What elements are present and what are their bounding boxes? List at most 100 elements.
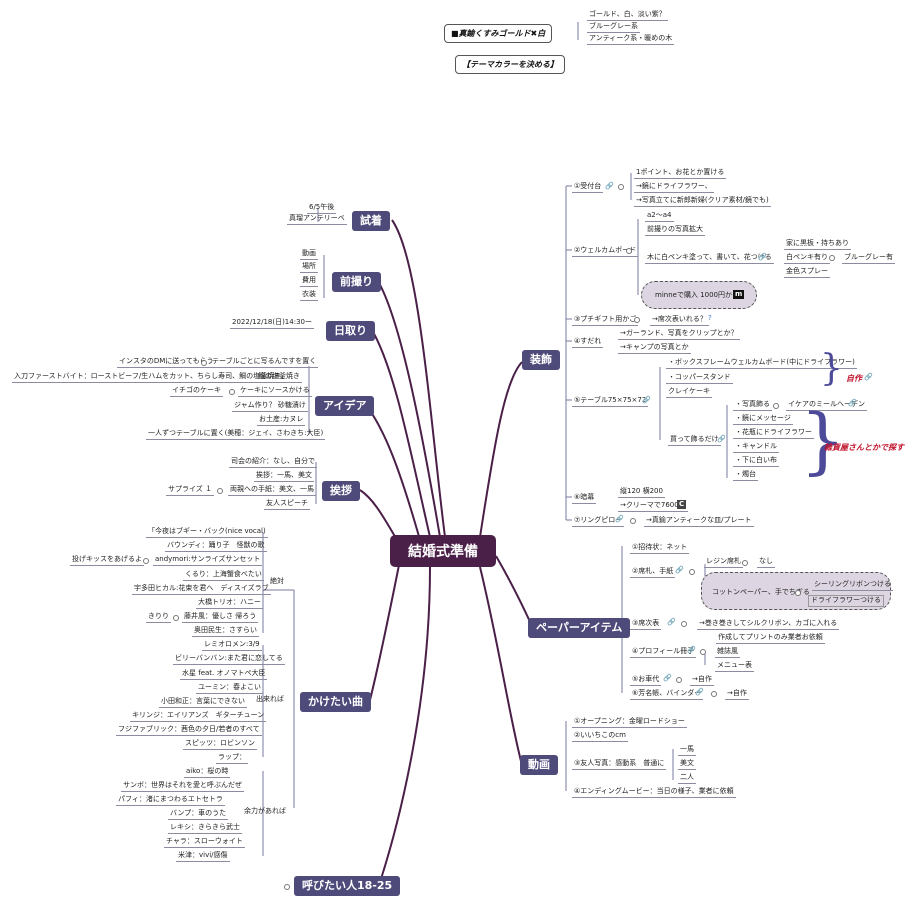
- kau-item[interactable]: ・下に白い布: [733, 456, 779, 467]
- topic-soshoku[interactable]: 装飾: [522, 350, 560, 370]
- paper-item[interactable]: ⑤お車代: [630, 675, 662, 686]
- paper-item[interactable]: メニュー表: [715, 661, 754, 672]
- topic-hidori[interactable]: 日取り: [326, 321, 375, 341]
- b4-item[interactable]: →キャンプの写真とか: [618, 343, 691, 354]
- link-icon[interactable]: 🔗: [663, 674, 672, 682]
- b3-item[interactable]: →席次表いれる？: [650, 315, 709, 326]
- douga-item[interactable]: ②いいちこのcm: [572, 731, 628, 742]
- aisatsu-item[interactable]: 司会の紹介：なし、自分で: [229, 457, 317, 468]
- idea-item[interactable]: ジャム作り？ 砂糖漬け: [232, 401, 308, 412]
- collapse-dot[interactable]: [618, 184, 624, 190]
- douga-item[interactable]: ①オープニング：金曜ロードショー: [572, 717, 687, 728]
- song-item[interactable]: 「今夜はブギー・バック(nice vocal): [146, 527, 268, 538]
- hidori-item[interactable]: 2022/12/18(日)14:30ー: [230, 318, 314, 329]
- kau-item[interactable]: ・鏡にメッセージ: [733, 414, 793, 425]
- collapse-dot[interactable]: [201, 360, 207, 366]
- maedori-item[interactable]: 動画: [300, 249, 318, 260]
- topic-paper[interactable]: ペーパーアイテム: [528, 618, 631, 638]
- topic-aisatsu[interactable]: 挨拶: [322, 481, 360, 501]
- kau-item[interactable]: ・燭台: [733, 470, 758, 481]
- decide-theme-note[interactable]: 【テーマカラーを決める】: [455, 55, 565, 74]
- kau-item[interactable]: ・写真飾る: [733, 400, 772, 411]
- collapse-dot[interactable]: [829, 255, 835, 261]
- paper-item[interactable]: ドライフラワーつける: [808, 595, 884, 607]
- theme-color-note[interactable]: ■真鍮くすみゴールド✖白: [444, 24, 553, 43]
- songs-group[interactable]: 余力があれば: [244, 807, 286, 815]
- song-item[interactable]: 藤井風：優しさ 帰ろう: [182, 612, 259, 623]
- theme-option[interactable]: アンティーク系・暖めの木: [587, 34, 675, 45]
- douga-item[interactable]: 一馬: [678, 745, 696, 756]
- link-icon[interactable]: 🔗: [848, 399, 857, 407]
- song-item[interactable]: ラップ：: [216, 753, 248, 764]
- paper-item[interactable]: 作成してプリントのみ業者お依頼: [716, 633, 825, 644]
- idea-item[interactable]: イチゴのケーキ: [170, 386, 223, 397]
- b2-item[interactable]: 家に黒板・持ちあり: [784, 239, 851, 250]
- topic-idea[interactable]: アイデア: [315, 396, 375, 416]
- paper-item[interactable]: ⑥芳名帳、バインダー: [630, 689, 704, 700]
- maedori-item[interactable]: 衣装: [300, 290, 318, 301]
- b4-item[interactable]: →ガーランド、写真をクリップとか？: [618, 329, 740, 340]
- link-icon[interactable]: 🔗: [642, 396, 651, 404]
- annotation-red[interactable]: 雑貨屋さんとかで探す: [824, 443, 904, 452]
- soshoku-branch[interactable]: ②ウェルカムボード: [572, 246, 639, 257]
- song-item[interactable]: くるり：上海蟹食べたい: [183, 570, 264, 581]
- song-item[interactable]: 投げキッスをあげるよ: [70, 555, 144, 566]
- collapse-dot[interactable]: [795, 590, 801, 596]
- song-item[interactable]: レミオロメン:3/9: [202, 640, 262, 651]
- b2-item[interactable]: 前撮りの写真拡大: [645, 225, 705, 236]
- collapse-dot[interactable]: [634, 317, 640, 323]
- collapse-dot[interactable]: [773, 403, 779, 409]
- help-icon[interactable]: ?: [708, 314, 712, 322]
- paper-item[interactable]: ③席次表: [630, 619, 662, 630]
- song-item[interactable]: aiko：桜の時: [184, 767, 231, 778]
- song-item[interactable]: 水星 feat. オノマトペ大臣: [180, 669, 268, 680]
- collapse-dot[interactable]: [630, 518, 636, 524]
- douga-item[interactable]: ④エンディングムービー：当日の様子、業者に依頼: [572, 787, 736, 798]
- b6-item[interactable]: 縦120 横200: [618, 487, 665, 498]
- paper-item[interactable]: ①招待状：ネット: [630, 543, 690, 554]
- b1-item[interactable]: 1ポイント、お花とか置ける: [634, 168, 727, 179]
- b5-item[interactable]: ・ボックスフレームウェルカムボード(中にドライフラワー): [666, 358, 857, 369]
- b5-item[interactable]: ・コッパースタンド: [666, 373, 733, 384]
- song-item[interactable]: バウンディ：踊り子 怪獣の歌: [165, 541, 267, 552]
- soshoku-branch[interactable]: ③プチギフト用かご: [572, 315, 639, 326]
- kau-item[interactable]: ・花瓶にドライフラワー: [733, 428, 814, 439]
- link-icon[interactable]: 🔗: [717, 435, 726, 443]
- idea-item[interactable]: 鯛の塩釜焼き: [256, 372, 302, 383]
- songs-group[interactable]: 絶対: [270, 577, 284, 585]
- soshoku-branch[interactable]: ⑦リングピロー: [572, 516, 625, 527]
- b1-item[interactable]: →写真立てに新郎新婦(クリア素材/鏡でも): [634, 196, 771, 207]
- collapse-dot[interactable]: [700, 649, 706, 655]
- topic-yobitai[interactable]: 呼びたい人18-25: [294, 876, 401, 896]
- center-topic[interactable]: 結婚式準備: [390, 535, 496, 567]
- collapse-dot[interactable]: [143, 558, 149, 564]
- soshoku-branch[interactable]: ①受付台: [572, 182, 604, 193]
- paper-item[interactable]: →自作: [690, 675, 714, 686]
- collapse-dot[interactable]: [229, 389, 235, 395]
- theme-option[interactable]: ブルーグレー系: [587, 22, 640, 33]
- aisatsu-item[interactable]: 挨拶：一馬、美文: [254, 471, 314, 482]
- link-icon[interactable]: 🔗: [864, 373, 873, 381]
- maedori-item[interactable]: 費用: [300, 276, 318, 287]
- b2-item[interactable]: minneで購入 1000円から: [655, 291, 739, 299]
- paper-item[interactable]: ④プロフィール冊子: [630, 647, 697, 658]
- paper-item[interactable]: なし: [757, 557, 775, 568]
- song-item[interactable]: 大橋トリオ：ハニー: [196, 598, 263, 609]
- paper-item[interactable]: シーリングリボンつける: [812, 580, 893, 591]
- b2-item[interactable]: ブルーグレー有: [842, 253, 895, 264]
- kau-item[interactable]: ・キャンドル: [733, 442, 779, 453]
- link-icon[interactable]: 🔗: [687, 646, 696, 654]
- collapse-dot[interactable]: [173, 615, 179, 621]
- song-item[interactable]: 小田和正：言葉にできない: [159, 697, 247, 708]
- b7-item[interactable]: →真鍮アンティークな皿/プレート: [644, 516, 754, 527]
- b2-item[interactable]: 白ペンキ有り: [784, 253, 830, 264]
- song-item[interactable]: きりり: [146, 612, 171, 623]
- b5-item[interactable]: 買って飾るだけ: [668, 435, 721, 446]
- idea-item[interactable]: 一人ずつテーブルに置く(美穂：ジェイ、さわきち:大臣): [146, 429, 326, 440]
- theme-option[interactable]: ゴールド、白、淡い紫？: [587, 10, 668, 21]
- topic-songs[interactable]: かけたい曲: [300, 692, 371, 712]
- aisatsu-item[interactable]: サプライズ １: [166, 485, 215, 496]
- collapse-dot[interactable]: [689, 569, 695, 575]
- song-item[interactable]: andymori:サンライズサンセット: [153, 555, 263, 566]
- song-item[interactable]: キリンジ：エイリアンズ ギターチューン: [130, 711, 267, 722]
